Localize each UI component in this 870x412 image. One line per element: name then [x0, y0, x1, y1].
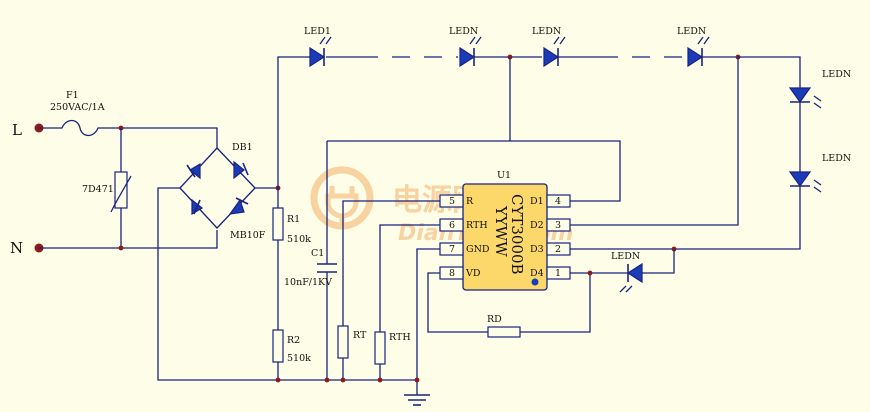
- varistor-body: [114, 171, 128, 209]
- node-rth-gnd: [377, 377, 383, 383]
- wire-led-d4: [570, 249, 675, 274]
- ground-symbol: [404, 394, 430, 406]
- ledn-top-1: [459, 36, 482, 68]
- r2-ref: R2: [287, 335, 300, 346]
- ic-pin-7-name: GND: [466, 244, 490, 255]
- ledn-top-3: [687, 36, 710, 68]
- ic-pin-2-num: 2: [555, 244, 561, 255]
- ic-pin-6-num: 6: [449, 220, 455, 231]
- led1: [309, 36, 332, 68]
- wire-tap-2: [570, 57, 739, 226]
- ledn-top-2: [543, 36, 566, 68]
- ic-pin-4-name: D1: [530, 196, 544, 207]
- wire-rt: [342, 200, 440, 380]
- ledn-right-2-label: LEDN: [822, 153, 851, 164]
- ic-marking-1: CYT3000B: [508, 194, 526, 275]
- wire-right-leds: [570, 56, 801, 250]
- fuse-rating: 250VAC/1A: [50, 102, 105, 113]
- ic-pin-1-name: D4: [530, 268, 544, 279]
- ic-pin-3-name: D2: [530, 220, 544, 231]
- ic-pin-5-num: 5: [449, 196, 455, 207]
- ledn-right-2: [788, 171, 822, 193]
- r1-ref: R1: [287, 214, 300, 225]
- ic-u1: U1 CYT3000B YYWW 5 R 6 RTH 7 GND 8 VD 4 …: [439, 170, 571, 291]
- node-r2-gnd: [275, 377, 281, 383]
- ledn-top-1-label: LEDN: [449, 26, 478, 37]
- ic-pin-2-name: D3: [530, 244, 544, 255]
- ic-ref: U1: [497, 170, 511, 181]
- wire-rth: [379, 224, 440, 380]
- node-gnd: [414, 377, 420, 383]
- bridge-ref: DB1: [232, 142, 253, 153]
- r2-value: 510k: [287, 353, 311, 364]
- ledn-right-1: [788, 87, 822, 109]
- wire-bridge-negative: [157, 187, 417, 381]
- ledn-d4: [619, 262, 643, 293]
- bridge-part: MB10F: [230, 230, 266, 241]
- r2-body: [272, 329, 284, 363]
- bridge-rectifier: [179, 147, 256, 229]
- c1-ref: C1: [311, 248, 324, 259]
- rth-ref: RTH: [389, 332, 411, 343]
- rd-body: [487, 326, 521, 338]
- ledn-d4-label: LEDN: [611, 251, 640, 262]
- node-c1-gnd: [324, 377, 330, 383]
- ic-pin1-dot: [531, 278, 539, 286]
- ic-pin-3-num: 3: [555, 220, 561, 231]
- ic-pin-8-name: VD: [465, 268, 481, 279]
- ic-marking-2: YYWW: [492, 205, 510, 257]
- wire-gnd: [416, 248, 440, 395]
- rt-ref: RT: [353, 330, 367, 341]
- varistor-slash: [110, 175, 132, 213]
- ic-pin-5-name: R: [466, 196, 474, 207]
- wire-positive-rail: [277, 56, 310, 188]
- fuse-ref: F1: [66, 90, 79, 101]
- rd-ref: RD: [487, 314, 502, 325]
- ic-pin-4-num: 4: [555, 196, 561, 207]
- led1-label: LED1: [304, 26, 331, 37]
- ledn-top-3-label: LEDN: [677, 26, 706, 37]
- ic-pin-6-name: RTH: [466, 220, 488, 231]
- node-rt-gnd: [340, 377, 346, 383]
- ic-body: [462, 183, 548, 291]
- ic-pin-1-num: 1: [555, 268, 561, 279]
- ledn-right-1-label: LEDN: [822, 69, 851, 80]
- node-n: [118, 245, 124, 251]
- wire-l-to-bridge: [121, 127, 218, 148]
- r1-value: 510k: [287, 234, 311, 245]
- ic-pin-8-num: 8: [449, 268, 455, 279]
- node-d4: [587, 270, 593, 276]
- c1-value: 10nF/1KV: [284, 277, 332, 288]
- ledn-top-2-label: LEDN: [532, 26, 561, 37]
- terminal-l-label: L: [12, 121, 22, 139]
- varistor-ref: 7D471: [82, 184, 114, 195]
- fuse-symbol: [39, 119, 121, 137]
- rth-body: [374, 331, 386, 365]
- r1-body: [272, 207, 284, 241]
- wire-c1-to-d1: [327, 140, 621, 202]
- wire-n-to-bridge: [39, 230, 218, 249]
- terminal-n-label: N: [10, 239, 23, 257]
- ic-pin-7-num: 7: [449, 244, 455, 255]
- wire-vd-rd: [427, 272, 591, 333]
- rt-body: [337, 325, 349, 359]
